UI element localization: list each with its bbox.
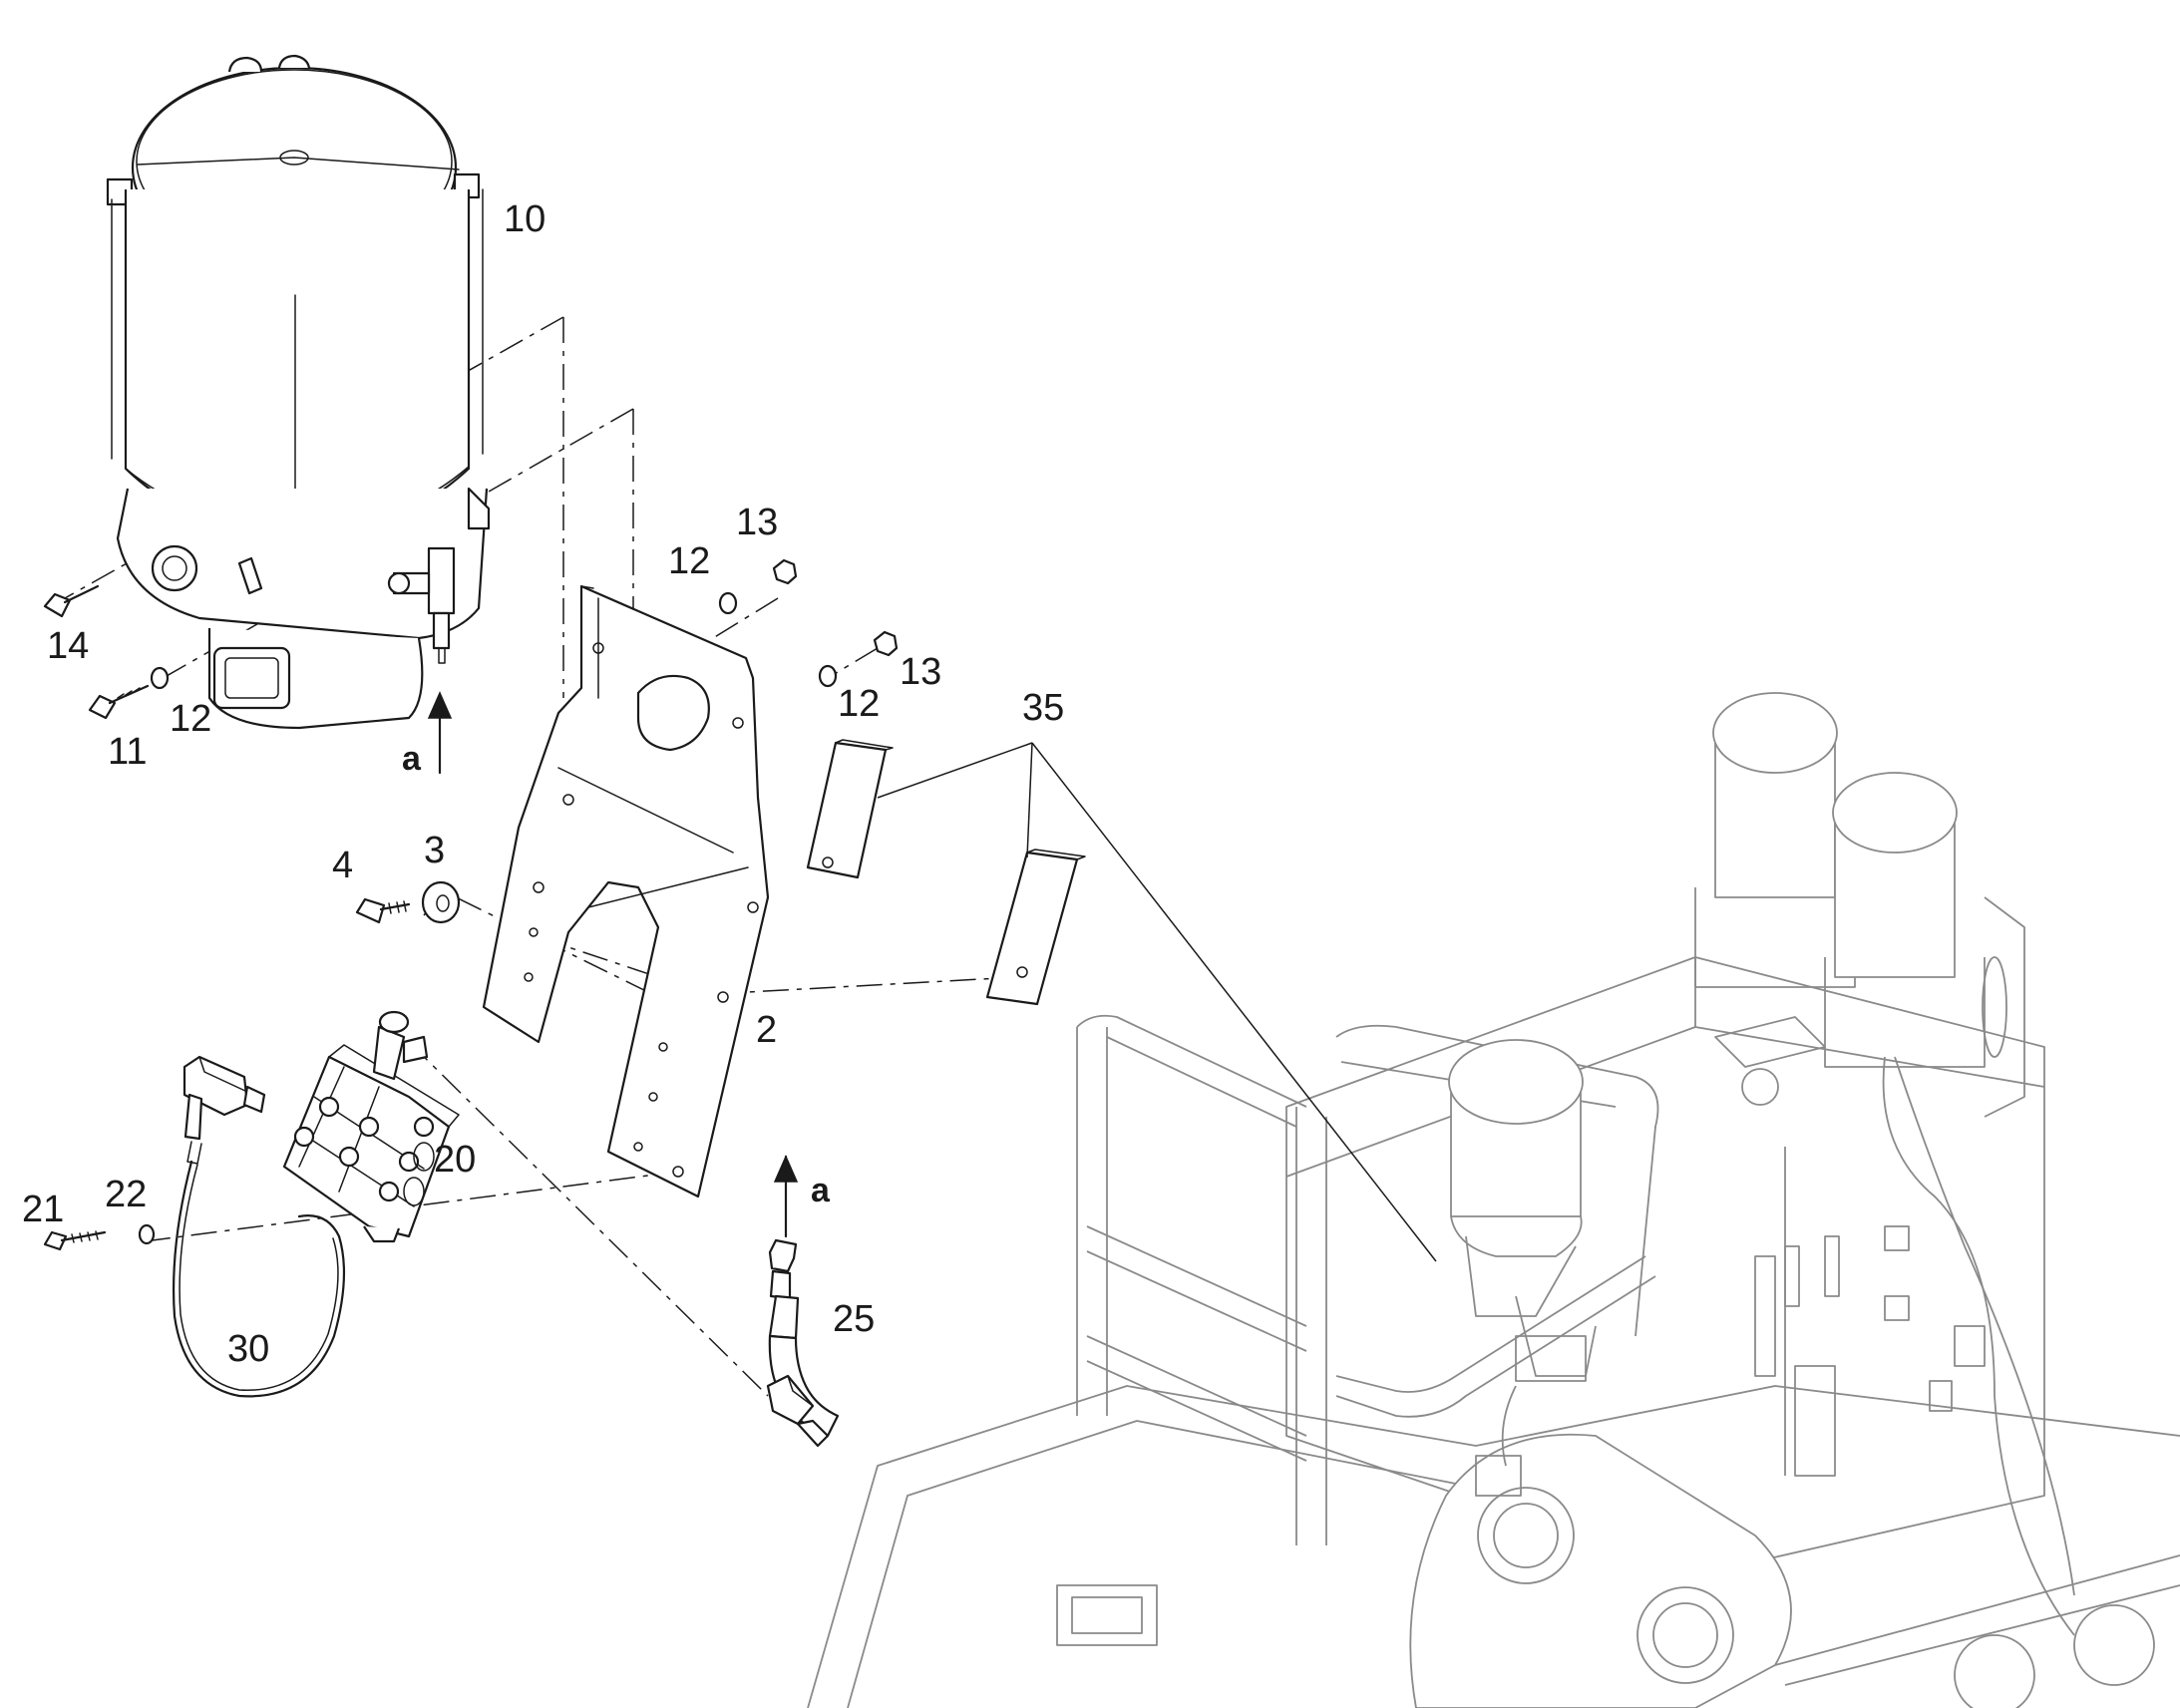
fasteners <box>43 558 899 1251</box>
callout-12-top: 12 <box>668 540 710 582</box>
callout-12-lower: 12 <box>838 683 880 725</box>
flow-marker-a-top: a <box>402 740 422 778</box>
callout-labels: 10 13 12 13 12 14 11 12 35 4 3 2 20 21 2… <box>22 198 1064 1370</box>
pump-assembly-10 <box>106 54 491 730</box>
flow-arrow-a-top <box>427 691 453 775</box>
leader-lines <box>877 742 1437 1262</box>
callout-30: 30 <box>227 1328 269 1370</box>
callout-13-top: 13 <box>736 502 778 543</box>
flow-marker-a-bottom: a <box>811 1172 831 1209</box>
callout-13-lower: 13 <box>900 651 941 693</box>
spacer-blocks-35 <box>806 739 1086 1006</box>
callout-12-left: 12 <box>170 698 211 740</box>
callout-14: 14 <box>47 625 89 667</box>
callout-21: 21 <box>22 1189 64 1230</box>
callout-4: 4 <box>332 845 353 886</box>
bracket-plate-2 <box>482 584 770 1198</box>
hose-25 <box>766 1238 840 1448</box>
flow-arrow-a-bottom <box>773 1155 799 1238</box>
machine-context-illustration <box>807 692 2180 1708</box>
callout-20: 20 <box>434 1139 476 1181</box>
callout-11: 11 <box>108 731 147 773</box>
callout-2: 2 <box>756 1009 777 1051</box>
distributor-block-20 <box>182 1010 460 1243</box>
callout-35: 35 <box>1022 687 1064 729</box>
callout-25: 25 <box>833 1298 875 1340</box>
callout-22: 22 <box>105 1174 147 1215</box>
cable-30 <box>173 1160 346 1398</box>
callout-3: 3 <box>424 830 445 871</box>
callout-10: 10 <box>504 198 545 240</box>
